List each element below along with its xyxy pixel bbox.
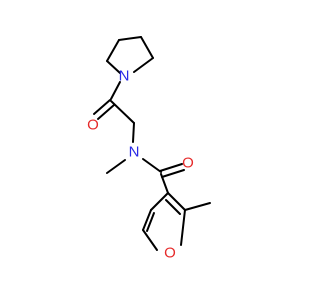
- molecule-diagram: N O N O O: [87, 36, 211, 262]
- bond: [184, 202, 211, 211]
- bond: [118, 36, 142, 41]
- bond: [106, 60, 121, 74]
- bond: [160, 173, 169, 194]
- bond: [167, 192, 186, 211]
- double-bond: [159, 163, 183, 172]
- bond: [180, 209, 186, 246]
- bond: [106, 39, 120, 62]
- bond: [132, 122, 135, 143]
- double-bond: [161, 169, 185, 178]
- double-bond: [97, 104, 115, 120]
- atom-oxygen-carbonyl-right: O: [182, 155, 194, 172]
- double-bond: [165, 199, 181, 215]
- atom-oxygen-carbonyl-top: O: [87, 117, 99, 134]
- structure-canvas: N O N O O: [87, 36, 211, 262]
- bond: [142, 209, 152, 231]
- bond: [142, 229, 158, 251]
- double-bond: [146, 212, 155, 232]
- bond: [150, 192, 169, 211]
- bond: [133, 57, 154, 73]
- bond: [140, 36, 154, 59]
- atom-nitrogen-amide: N: [129, 144, 140, 161]
- bond: [142, 158, 162, 173]
- atom-oxygen-furan: O: [164, 245, 176, 262]
- bond: [110, 81, 121, 100]
- bond: [110, 100, 135, 124]
- double-bond: [93, 99, 111, 115]
- atom-nitrogen-pyrrolidine: N: [119, 68, 130, 85]
- bond: [106, 159, 126, 174]
